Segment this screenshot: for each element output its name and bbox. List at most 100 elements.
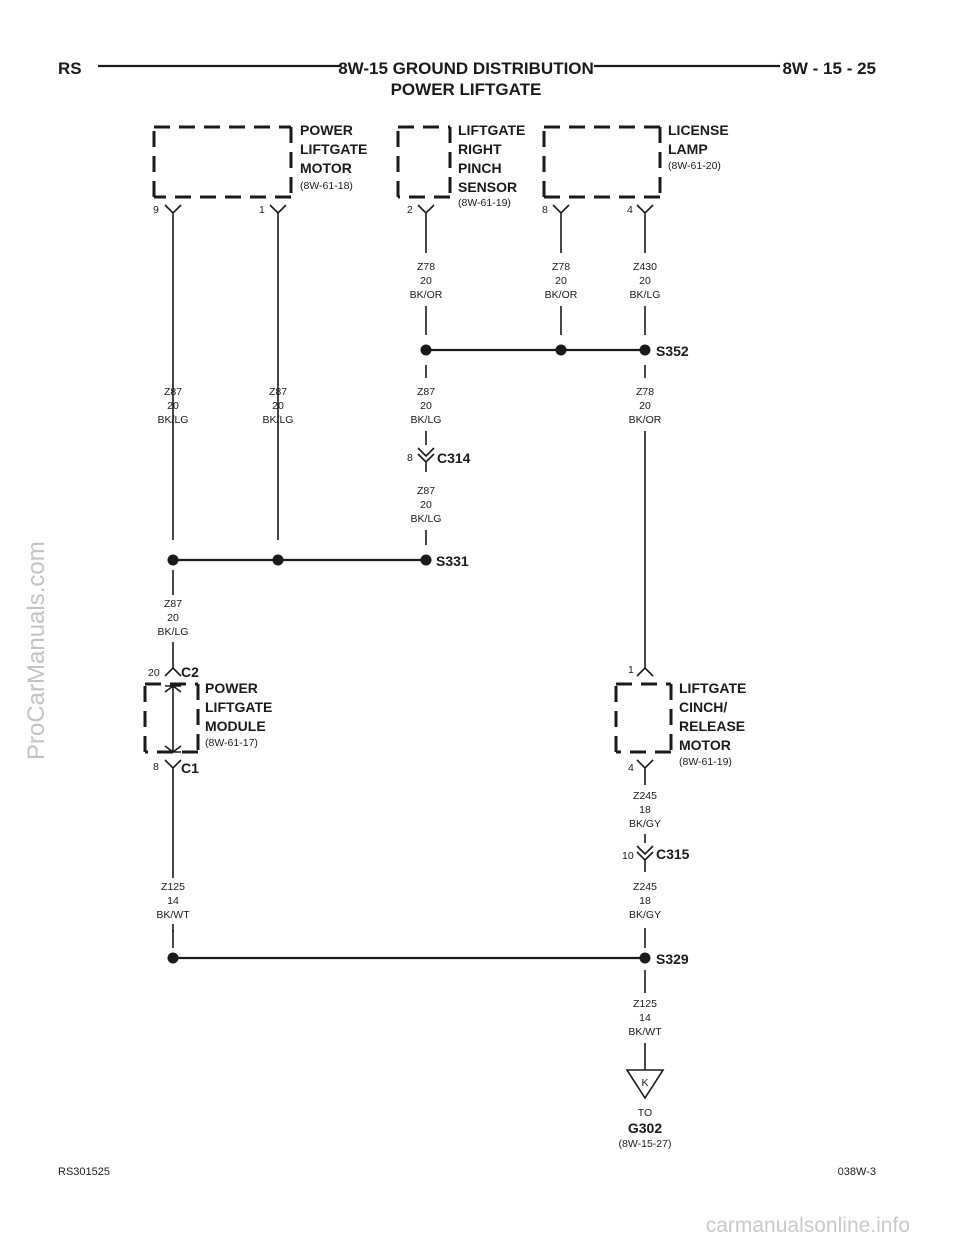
wire-circuit: Z87 <box>164 386 182 398</box>
wire-circuit: Z245 <box>633 881 657 893</box>
splice-label: S329 <box>656 951 689 967</box>
module-c2-terminal <box>164 666 182 677</box>
motor-ref: (8W-61-18) <box>300 180 353 192</box>
connector-pin: 10 <box>622 850 634 862</box>
ground-triangle-icon <box>625 1069 665 1100</box>
wire-gauge: 18 <box>639 804 651 816</box>
header-subtitle: POWER LIFTGATE <box>391 80 542 99</box>
connector-pin: 8 <box>407 452 413 464</box>
wire-circuit: Z87 <box>417 386 435 398</box>
motor-pin1: 1 <box>259 204 265 216</box>
cinch-label-line1: LIFTGATE <box>679 680 746 696</box>
wire-motor1: Z87 20 BK/LG <box>263 386 294 426</box>
connector-symbol <box>636 845 654 872</box>
label-knockout <box>148 878 198 924</box>
connector-label: C314 <box>437 450 471 466</box>
lamp-pin4-terminal <box>636 204 654 253</box>
wire-color: BK/GY <box>629 818 661 830</box>
module-ref: (8W-61-17) <box>205 737 258 749</box>
motor-pin9: 9 <box>153 204 159 216</box>
side-watermark: ProCarManuals.com <box>23 541 50 760</box>
connector-symbol <box>417 447 435 472</box>
splice-dot <box>420 344 432 356</box>
page-header: RS 8W-15 GROUND DISTRIBUTION 8W - 15 - 2… <box>58 59 876 99</box>
splice-dot <box>639 952 651 964</box>
wire-color: BK/OR <box>410 289 443 301</box>
wire-gauge: 14 <box>639 1012 651 1024</box>
header-page-number: 8W - 15 - 25 <box>782 59 876 78</box>
module-c2-label: C2 <box>181 664 199 680</box>
lamp-pin8: 8 <box>542 204 548 216</box>
sensor-outline <box>396 125 452 199</box>
wire-gauge: 20 <box>639 400 651 412</box>
wire-circuit: Z125 <box>633 998 657 1010</box>
wire-c315-to-s329: Z245 18 BK/GY <box>629 881 661 921</box>
wire-circuit: Z245 <box>633 790 657 802</box>
wire-s329-to-ground: Z125 14 BK/WT <box>628 998 662 1038</box>
wire-color: BK/LG <box>158 414 189 426</box>
cinch-pin1-terminal <box>636 666 654 677</box>
wire-color: BK/WT <box>156 909 190 921</box>
header-title: 8W-15 GROUND DISTRIBUTION <box>338 59 594 78</box>
splice-dot <box>420 554 432 566</box>
cinch-label-line2: CINCH/ <box>679 699 727 715</box>
cinch-label-line4: MOTOR <box>679 737 731 753</box>
sensor-label-line2: RIGHT <box>458 141 502 157</box>
cinch-outline <box>614 682 673 754</box>
ground-name: G302 <box>628 1120 662 1136</box>
wire-c314-to-s331: Z87 20 BK/LG <box>411 485 442 525</box>
splice-dot <box>272 554 284 566</box>
liftgate-right-pinch-sensor: LIFTGATE RIGHT PINCH SENSOR (8W-61-19) 2 <box>396 122 525 253</box>
wire-circuit: Z87 <box>269 386 287 398</box>
wire-circuit: Z78 <box>552 261 570 273</box>
wire-color: BK/LG <box>630 289 661 301</box>
wire-color: BK/LG <box>411 414 442 426</box>
sensor-pin2: 2 <box>407 204 413 216</box>
liftgate-cinch-release-motor: 1 LIFTGATE CINCH/ RELEASE MOTOR (8W-61-1… <box>614 664 746 785</box>
footer-right-code: 038W-3 <box>838 1166 876 1178</box>
wire-sensor-to-c314: Z87 20 BK/LG <box>411 386 442 426</box>
cinch-pin4-terminal <box>636 759 654 785</box>
wire-circuit: Z78 <box>636 386 654 398</box>
module-c1-label: C1 <box>181 760 199 776</box>
wire-color: BK/GY <box>629 909 661 921</box>
module-label-line1: POWER <box>205 680 258 696</box>
header-section-code: RS <box>58 59 82 78</box>
motor-pin9-terminal <box>164 204 182 540</box>
motor-label-line2: LIFTGATE <box>300 141 367 157</box>
wire-lamp8-out: Z78 20 BK/OR <box>545 261 578 301</box>
wire-color: BK/LG <box>411 513 442 525</box>
ground-to: TO <box>638 1107 652 1119</box>
lamp-pin8-terminal <box>552 204 570 253</box>
wire-circuit: Z78 <box>417 261 435 273</box>
module-label-line2: LIFTGATE <box>205 699 272 715</box>
motor-pin1-terminal <box>269 204 287 540</box>
splice-s352: S352 <box>420 343 689 359</box>
wire-gauge: 20 <box>420 499 432 511</box>
wire-s352-down: Z78 20 BK/OR <box>629 386 662 426</box>
wire-gauge: 18 <box>639 895 651 907</box>
wire-color: BK/LG <box>158 626 189 638</box>
module-outline <box>143 682 200 754</box>
wire-gauge: 14 <box>167 895 179 907</box>
motor-label-line1: POWER <box>300 122 353 138</box>
wire-gauge: 20 <box>420 275 432 287</box>
wire-gauge: 20 <box>420 400 432 412</box>
wire-circuit: Z125 <box>161 881 185 893</box>
bottom-watermark: carmanualsonline.info <box>706 1214 910 1237</box>
power-liftgate-motor: POWER LIFTGATE MOTOR (8W-61-18) 9 1 <box>152 122 367 540</box>
connector-c314: 8 C314 <box>407 447 471 472</box>
ground-symbol: K <box>641 1077 648 1089</box>
wire-gauge: 20 <box>639 275 651 287</box>
cinch-pin4: 4 <box>628 762 634 774</box>
lamp-pin4: 4 <box>627 204 633 216</box>
ground-ref: (8W-15-27) <box>619 1138 672 1150</box>
wire-gauge: 20 <box>167 612 179 624</box>
license-lamp: LICENSE LAMP (8W-61-20) 8 4 <box>542 122 729 253</box>
splice-dot <box>167 554 179 566</box>
wire-color: BK/OR <box>629 414 662 426</box>
sensor-pin2-terminal <box>417 204 435 253</box>
wire-circuit: Z87 <box>164 598 182 610</box>
power-liftgate-module: POWER LIFTGATE MODULE (8W-61-17) 20 C2 8… <box>143 664 272 932</box>
